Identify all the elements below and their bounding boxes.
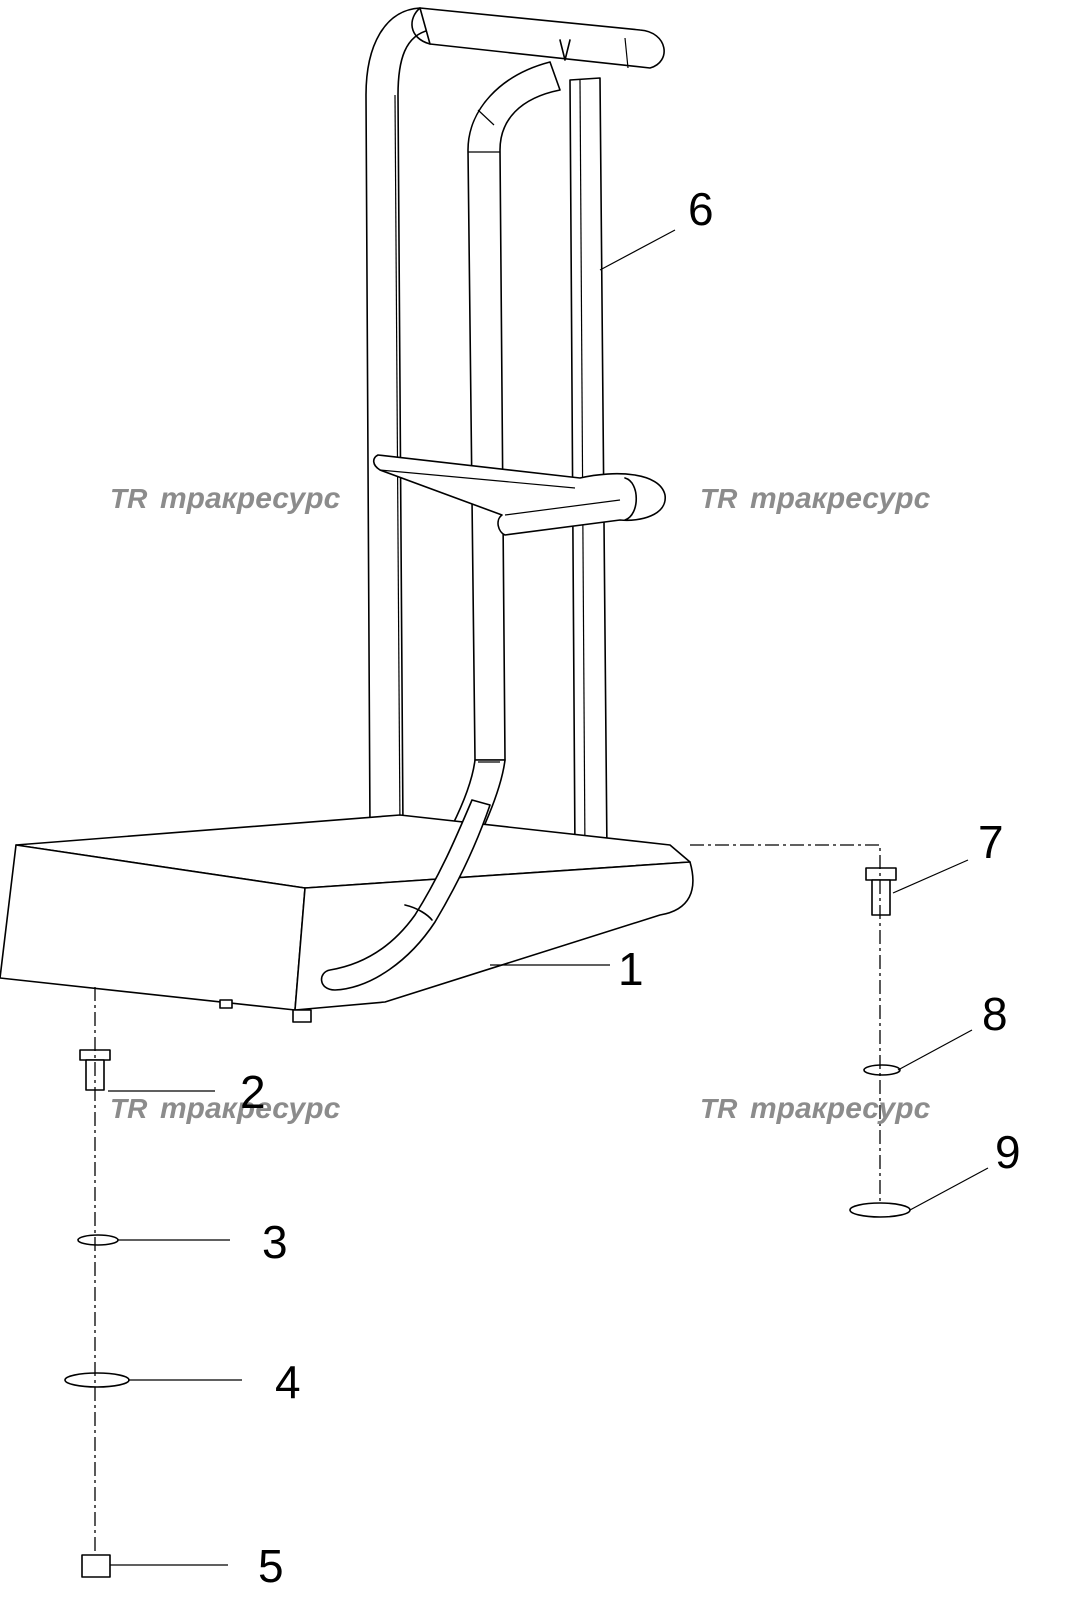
svg-text:TR: TR bbox=[700, 483, 738, 514]
callout-9: 9 bbox=[995, 1126, 1021, 1178]
callout-7: 7 bbox=[978, 816, 1004, 868]
callout-6: 6 bbox=[688, 183, 714, 235]
callout-2: 2 bbox=[240, 1066, 266, 1118]
watermark-bottom-left: TR тракресурс bbox=[110, 1092, 341, 1125]
nut-part-5 bbox=[81, 1554, 111, 1578]
watermark-bottom-right: TR тракресурс bbox=[700, 1092, 931, 1125]
svg-text:тракресурс: тракресурс bbox=[750, 1092, 931, 1125]
callout-3: 3 bbox=[262, 1216, 288, 1268]
assembly-axis-lines bbox=[94, 844, 881, 1555]
svg-text:TR: TR bbox=[700, 1093, 738, 1124]
svg-text:тракресурс: тракресурс bbox=[160, 1092, 341, 1125]
callout-1: 1 bbox=[618, 943, 644, 995]
washer-part-3 bbox=[77, 1234, 119, 1246]
washer-part-4 bbox=[64, 1372, 130, 1388]
svg-text:тракресурс: тракресурс bbox=[160, 482, 341, 515]
base-box-part bbox=[0, 799, 694, 1023]
svg-text:TR: TR bbox=[110, 483, 148, 514]
washer-part-9 bbox=[849, 1202, 911, 1218]
callout-8: 8 bbox=[982, 988, 1008, 1040]
callout-4: 4 bbox=[275, 1356, 301, 1408]
watermark-top-left: TR тракресурс bbox=[110, 482, 341, 515]
callout-5: 5 bbox=[258, 1540, 284, 1592]
watermark-top-right: TR тракресурс bbox=[700, 482, 931, 515]
svg-text:TR: TR bbox=[110, 1093, 148, 1124]
bolt-part-7 bbox=[865, 867, 897, 916]
washer-part-8 bbox=[863, 1064, 901, 1076]
svg-text:тракресурс: тракресурс bbox=[750, 482, 931, 515]
leader-lines bbox=[108, 229, 989, 1566]
